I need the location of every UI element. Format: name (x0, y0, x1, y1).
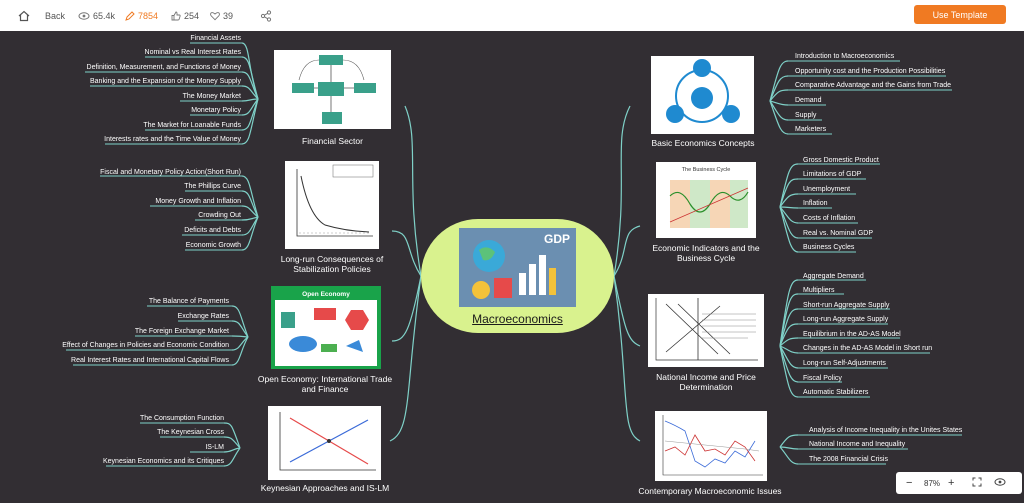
leaf-open-1[interactable]: Exchange Rates (177, 313, 229, 320)
home-icon[interactable] (18, 8, 33, 23)
open-economy-diagram: Open Economy (271, 286, 381, 369)
preview-eye-icon[interactable] (994, 477, 1006, 489)
leaf-cont-0[interactable]: Analysis of Income Inequality in the Uni… (809, 427, 963, 434)
heart-icon (210, 11, 220, 20)
leaf-ind-0[interactable]: Gross Domestic Product (803, 157, 879, 164)
leaf-financial-0[interactable]: Financial Assets (190, 35, 241, 42)
leaf-financial-7[interactable]: Interests rates and the Time Value of Mo… (104, 136, 241, 143)
leaf-basic-1[interactable]: Opportunity cost and the Production Poss… (795, 68, 946, 75)
branch-lines (66, 42, 962, 467)
leaf-basic-5[interactable]: Marketers (795, 126, 827, 133)
leaf-ind-5[interactable]: Real vs. Nominal GDP (803, 230, 874, 237)
back-button[interactable]: Back (45, 8, 65, 23)
leaf-keynes-0[interactable]: The Consumption Function (139, 415, 224, 422)
topic-national-income[interactable]: National Income and Price Determination (656, 372, 756, 392)
leaf-cont-1[interactable]: National Income and Inequality (809, 441, 906, 448)
use-template-button[interactable]: Use Template (914, 5, 1006, 24)
leaf-longrun-5[interactable]: Economic Growth (185, 242, 241, 249)
business-cycle-chart: The Business Cycle (656, 162, 756, 238)
leaf-longrun-1[interactable]: The Phillips Curve (184, 183, 241, 190)
leaf-ni-4[interactable]: Equilibrium in the AD-AS Model (803, 331, 901, 338)
leaf-open-2[interactable]: The Foreign Exchange Market (134, 328, 229, 335)
leaf-basic-0[interactable]: Introduction to Macroeconomics (795, 53, 895, 60)
leaf-financial-4[interactable]: The Money Market (182, 93, 241, 100)
leaf-open-0[interactable]: The Balance of Payments (148, 298, 229, 305)
leaf-open-4[interactable]: Real Interest Rates and International Ca… (71, 357, 229, 364)
share-icon[interactable] (260, 8, 275, 23)
topic-indicators[interactable]: Economic Indicators and the Business Cyc… (652, 243, 760, 263)
thumbs-up-icon (171, 11, 181, 20)
topic-contemporary[interactable]: Contemporary Macroeconomic Issues (638, 486, 782, 496)
topic-financial-sector[interactable]: Financial Sector (302, 136, 363, 146)
leaf-cont-2[interactable]: The 2008 Financial Crisis (809, 456, 888, 463)
leaf-ni-8[interactable]: Automatic Stabilizers (803, 389, 869, 396)
is-lm-chart (268, 406, 381, 480)
topic-open-economy[interactable]: Open Economy: International Trade and Fi… (257, 374, 393, 394)
zoom-level: 87% (924, 478, 941, 488)
phillips-curve-chart (285, 161, 379, 249)
leaf-ind-4[interactable]: Costs of Inflation (803, 215, 856, 222)
leaf-basic-4[interactable]: Supply (795, 112, 817, 119)
views-count: 65.4k (78, 8, 115, 23)
leaf-basic-3[interactable]: Demand (795, 97, 822, 104)
leaf-open-3[interactable]: Effect of Changes in Policies and Econom… (62, 342, 229, 349)
ad-as-chart (648, 294, 764, 367)
leaf-financial-1[interactable]: Nominal vs Real Interest Rates (144, 49, 241, 56)
leaf-financial-6[interactable]: The Market for Loanable Funds (143, 122, 241, 129)
income-inequality-chart (655, 411, 767, 481)
leaf-ni-5[interactable]: Changes in the AD-AS Model in Short run (803, 345, 933, 352)
leaf-basic-2[interactable]: Comparative Advantage and the Gains from… (795, 82, 952, 89)
likes-count[interactable]: 254 (171, 8, 199, 23)
leaf-longrun-4[interactable]: Deficits and Debts (184, 227, 241, 234)
leaf-keynes-3[interactable]: Keynesian Economics and its Critiques (102, 458, 224, 465)
leaf-ni-6[interactable]: Long-run Self-Adjustments (803, 360, 886, 367)
topic-keynesian[interactable]: Keynesian Approaches and IS-LM (260, 483, 390, 493)
leaf-financial-2[interactable]: Definition, Measurement, and Functions o… (86, 64, 241, 71)
top-toolbar: Back 65.4k 7854 254 39 Use Template (0, 0, 1024, 32)
leaf-ind-2[interactable]: Unemployment (803, 186, 851, 193)
leaf-ni-3[interactable]: Long-run Aggregate Supply (803, 316, 889, 323)
leaf-financial-3[interactable]: Banking and the Expansion of the Money S… (90, 78, 241, 85)
leaf-ni-2[interactable]: Short-run Aggregate Supply (803, 302, 890, 309)
basic-concepts-diagram (651, 56, 754, 134)
leaf-longrun-0[interactable]: Fiscal and Monetary Policy Action(Short … (100, 169, 241, 176)
leaf-keynes-1[interactable]: The Keynesian Cross (157, 429, 224, 436)
leaf-ni-7[interactable]: Fiscal Policy (803, 375, 842, 382)
leaf-longrun-2[interactable]: Money Growth and Inflation (155, 198, 241, 205)
topic-basic-concepts[interactable]: Basic Economics Concepts (651, 138, 755, 148)
business-cycle-image-header: The Business Cycle (682, 167, 731, 173)
leaf-financial-5[interactable]: Monetary Policy (191, 107, 241, 114)
gdp-illustration: GDP (459, 228, 576, 307)
mindmap-canvas[interactable]: GDP Macroeconomics Financial Sector Fina… (0, 31, 1024, 503)
fit-screen-icon[interactable] (972, 477, 982, 489)
leaf-ni-0[interactable]: Aggregate Demand (803, 273, 864, 280)
open-economy-image-header: Open Economy (302, 291, 350, 298)
zoom-controls: − 87% + (896, 472, 1022, 494)
gdp-badge: GDP (544, 232, 570, 246)
pencil-icon (125, 10, 135, 21)
leaf-ind-6[interactable]: Business Cycles (803, 244, 855, 251)
zoom-out-button[interactable]: − (906, 477, 913, 489)
financial-sector-diagram (274, 50, 391, 129)
back-label: Back (45, 10, 66, 21)
edits-count[interactable]: 7854 (125, 8, 158, 23)
zoom-in-button[interactable]: + (948, 477, 955, 489)
favorites-count[interactable]: 39 (210, 8, 233, 23)
topic-long-run[interactable]: Long-run Consequences of Stabilization P… (280, 254, 384, 274)
leaf-ni-1[interactable]: Multipliers (803, 287, 835, 294)
central-topic-title[interactable]: Macroeconomics (472, 312, 563, 326)
leaf-longrun-3[interactable]: Crowding Out (198, 212, 241, 219)
eye-icon (78, 11, 90, 20)
leaf-ind-3[interactable]: Inflation (803, 200, 828, 207)
leaf-ind-1[interactable]: Limitations of GDP (803, 171, 862, 178)
leaf-keynes-2[interactable]: IS-LM (205, 444, 224, 451)
